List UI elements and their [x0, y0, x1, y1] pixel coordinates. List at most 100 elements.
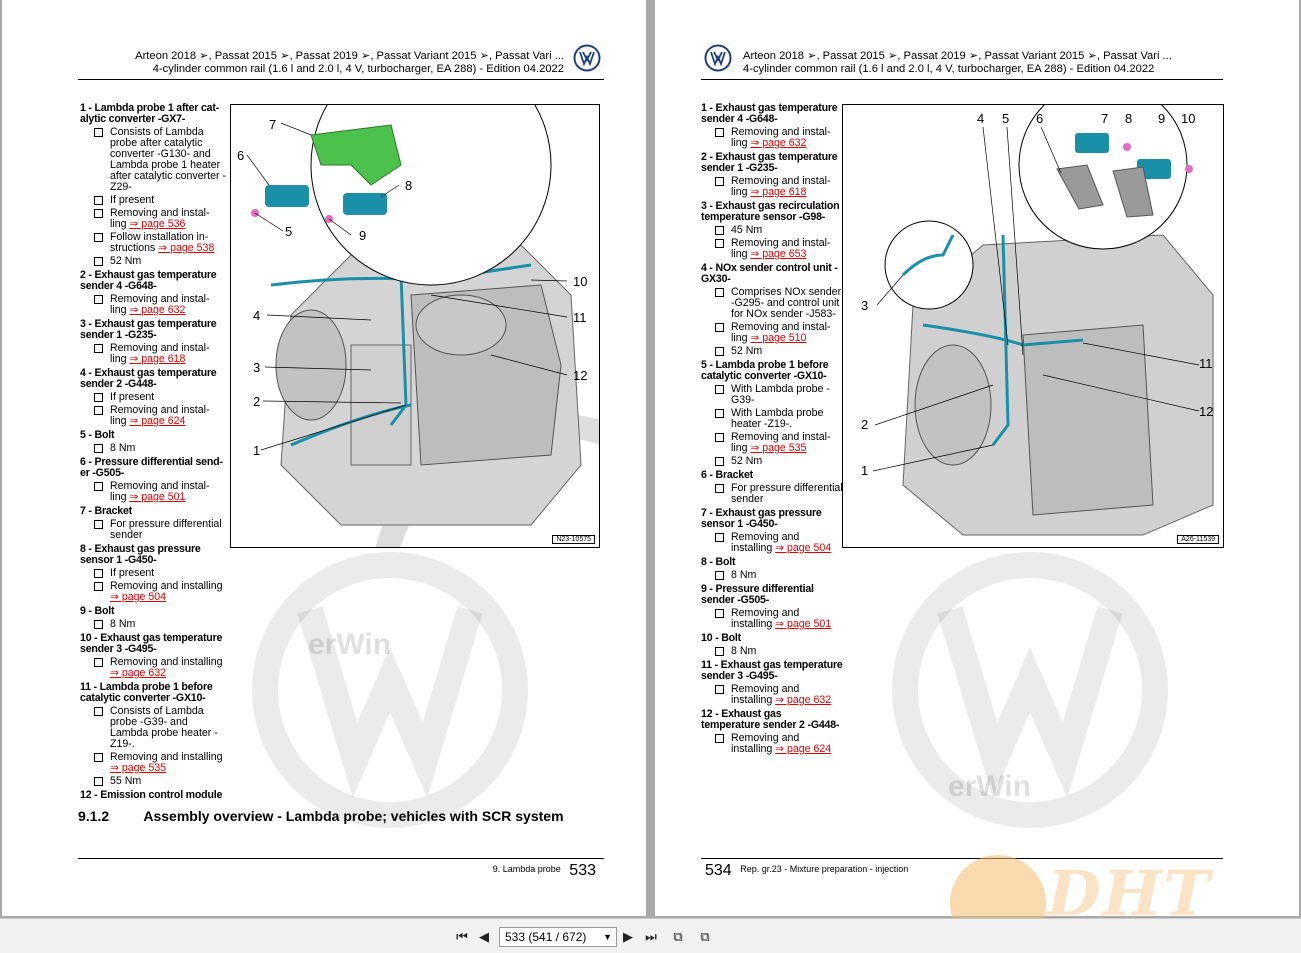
part-list-item: 9 - Pressure differential sender -G505-R…	[701, 584, 843, 630]
callout-label: 11	[573, 310, 587, 325]
page-reference-link[interactable]: ⇒ page 618	[129, 353, 186, 365]
part-title: 12 - Emission control module	[80, 789, 223, 801]
detail-text: Removing and instal- ling	[731, 321, 831, 344]
footer-rule	[78, 858, 604, 859]
page-reference-link[interactable]: ⇒ page 632	[110, 667, 167, 679]
engine-diagram-left: 1 2 3 4 5 6 7 8 9 10 11 12 N23-10575	[230, 104, 600, 548]
part-detail: If present	[80, 195, 228, 206]
part-detail: Removing and instal- ling ⇒ page 535	[701, 432, 843, 454]
detail-text: Consists of Lambda probe after catalytic…	[110, 126, 226, 193]
callout-label: 3	[861, 298, 869, 313]
part-list-item: 3 - Exhaust gas temperature sender 1 -G2…	[80, 319, 228, 365]
part-title: 7 - Exhaust gas pressure sensor 1 -G450-	[701, 507, 822, 530]
section-heading: 9.1.2 Assembly overview - Lambda probe; …	[78, 808, 564, 824]
part-title: 5 - Lambda probe 1 before catalytic conv…	[701, 359, 829, 382]
callout-label: 1	[861, 463, 869, 478]
page-reference-link[interactable]: ⇒ page 632	[129, 304, 186, 316]
detail-text: 8 Nm	[110, 442, 136, 454]
part-detail: For pressure differential sender	[80, 519, 228, 541]
part-title: 2 - Exhaust gas temperature sender 4 -G6…	[80, 269, 217, 292]
page-reference-link[interactable]: ⇒ page 535	[750, 442, 807, 454]
part-detail: Removing and installing ⇒ page 501	[701, 608, 843, 630]
first-page-button[interactable]: ⏮	[456, 929, 468, 944]
page-header: Arteon 2018 ➢, Passat 2015 ➢, Passat 201…	[78, 44, 604, 80]
callout-label: 4	[977, 111, 985, 126]
footer-chapter: Rep. gr.23 - Mixture preparation - injec…	[740, 864, 909, 874]
part-detail: 52 Nm	[701, 346, 843, 357]
part-detail: 45 Nm	[701, 225, 843, 236]
part-title: 6 - Pressure differential send- er -G505…	[80, 456, 223, 479]
page-reference-link[interactable]: ⇒ page 510	[750, 332, 807, 344]
detail-text: Removing and instal- ling	[731, 126, 831, 149]
previous-page-button[interactable]: ◀	[479, 929, 489, 944]
detail-text: Follow installation in- structions	[110, 231, 209, 254]
part-title: 1 - Exhaust gas temperature sender 4 -G6…	[701, 102, 838, 125]
part-detail: 52 Nm	[701, 456, 843, 467]
part-title: 5 - Bolt	[80, 429, 115, 441]
detail-text: With Lambda probe heater -Z19-.	[731, 407, 824, 430]
part-detail: For pressure differential sender	[701, 483, 843, 505]
detail-text: 8 Nm	[731, 645, 757, 657]
page-reference-link[interactable]: ⇒ page 624	[775, 743, 832, 755]
detail-text: Removing and instal- ling	[731, 431, 831, 454]
callout-label: 10	[1181, 111, 1196, 126]
part-detail: Removing and installing ⇒ page 624	[701, 733, 843, 755]
part-list-item: 3 - Exhaust gas recirculation temperatur…	[701, 201, 843, 260]
next-page-button[interactable]: ▶	[623, 929, 633, 944]
page-reference-link[interactable]: ⇒ page 632	[750, 137, 807, 149]
part-detail: 8 Nm	[701, 646, 843, 657]
part-detail: Removing and installing ⇒ page 504	[701, 532, 843, 554]
last-page-button[interactable]: ⏭	[645, 929, 657, 944]
detail-text: Removing and installing	[110, 656, 223, 668]
detail-text: Removing and installing	[110, 580, 223, 592]
detail-text: Removing and installing	[731, 607, 800, 630]
part-list-item: 7 - Exhaust gas pressure sensor 1 -G450-…	[701, 508, 843, 554]
header-models: Arteon 2018 ➢, Passat 2015 ➢, Passat 201…	[743, 50, 1172, 62]
callout-label: 7	[1101, 111, 1109, 126]
part-detail: With Lambda probe heater -Z19-.	[701, 408, 843, 430]
page-reference-link[interactable]: ⇒ page 501	[775, 618, 832, 630]
page-number-select[interactable]: 533 (541 / 672) ▼	[499, 927, 617, 947]
detail-text: Removing and instal- ling	[731, 175, 831, 198]
detail-text: 52 Nm	[731, 345, 763, 357]
next-view-icon[interactable]: ⧉	[700, 929, 710, 944]
page-reference-link[interactable]: ⇒ page 504	[775, 542, 832, 554]
part-detail: 8 Nm	[701, 570, 843, 581]
detail-text: If present	[110, 567, 155, 579]
callout-label: 2	[861, 417, 869, 432]
page-reference-link[interactable]: ⇒ page 653	[750, 248, 807, 260]
detail-text: If present	[110, 391, 155, 403]
page-reference-link[interactable]: ⇒ page 501	[129, 491, 186, 503]
figure-id: A26-11539	[1177, 535, 1219, 544]
previous-view-icon[interactable]: ⧉	[673, 929, 683, 944]
part-title: 1 - Lambda probe 1 after cat- alytic con…	[80, 102, 220, 125]
part-detail: Removing and instal- ling ⇒ page 618	[80, 343, 228, 365]
part-list-item: 1 - Exhaust gas temperature sender 4 -G6…	[701, 103, 843, 149]
chevron-down-icon: ▼	[603, 932, 612, 942]
page-reference-link[interactable]: ⇒ page 538	[158, 242, 215, 254]
page-footer: 9. Lambda probe 533	[493, 862, 602, 880]
part-title: 9 - Pressure differential sender -G505-	[701, 583, 814, 606]
part-list-item: 2 - Exhaust gas temperature sender 1 -G2…	[701, 152, 843, 198]
part-title: 7 - Bracket	[80, 505, 132, 517]
part-list-item: 4 - NOx sender control unit -GX30-Compri…	[701, 263, 843, 357]
part-list-item: 12 - Exhaust gas temperature sender 2 -G…	[701, 709, 843, 755]
header-engine: 4-cylinder common rail (1.6 l and 2.0 l,…	[743, 63, 1155, 75]
page-reference-link[interactable]: ⇒ page 624	[129, 415, 186, 427]
page-number: 534	[705, 862, 732, 879]
part-detail: 8 Nm	[80, 443, 228, 454]
part-title: 3 - Exhaust gas temperature sender 1 -G2…	[80, 318, 217, 341]
page-reference-link[interactable]: ⇒ page 535	[110, 762, 167, 774]
page-reference-link[interactable]: ⇒ page 618	[750, 186, 807, 198]
detail-text: Removing and installing	[110, 751, 223, 763]
page-reference-link[interactable]: ⇒ page 504	[110, 591, 167, 603]
callout-label: 5	[285, 224, 293, 239]
page-reference-link[interactable]: ⇒ page 632	[775, 694, 832, 706]
part-list-item: 8 - Exhaust gas pressure sensor 1 -G450-…	[80, 544, 228, 603]
page-reference-link[interactable]: ⇒ page 536	[129, 218, 186, 230]
page-header: Arteon 2018 ➢, Passat 2015 ➢, Passat 201…	[701, 44, 1223, 80]
